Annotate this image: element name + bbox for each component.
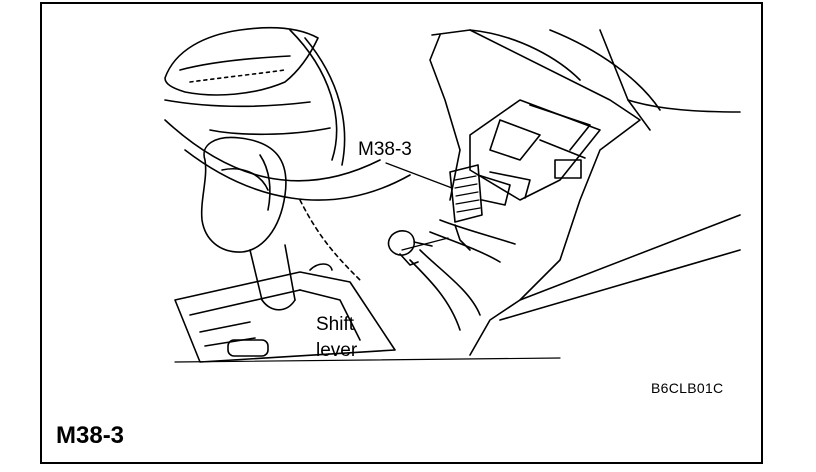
console-edge — [164, 119, 381, 182]
shift-gate — [174, 271, 396, 363]
shift-lever-label-line1: Shift — [316, 314, 355, 335]
shift-lever-label: Shift lever — [316, 312, 357, 364]
figure-caption: M38-3 — [56, 422, 125, 449]
figure-code: B6CLB01C — [651, 380, 724, 396]
seat-outline — [164, 26, 319, 96]
shift-knob — [200, 136, 287, 253]
connector-m38-3 — [449, 164, 531, 223]
ground-leader — [401, 237, 449, 251]
shift-shaft — [249, 244, 296, 301]
connector-leader — [385, 162, 453, 189]
shift-lever-label-line2: lever — [316, 340, 358, 361]
connector-label: M38-3 — [358, 139, 412, 160]
bracket — [469, 99, 601, 201]
figure-frame — [40, 2, 763, 464]
dash-panel — [431, 29, 641, 356]
